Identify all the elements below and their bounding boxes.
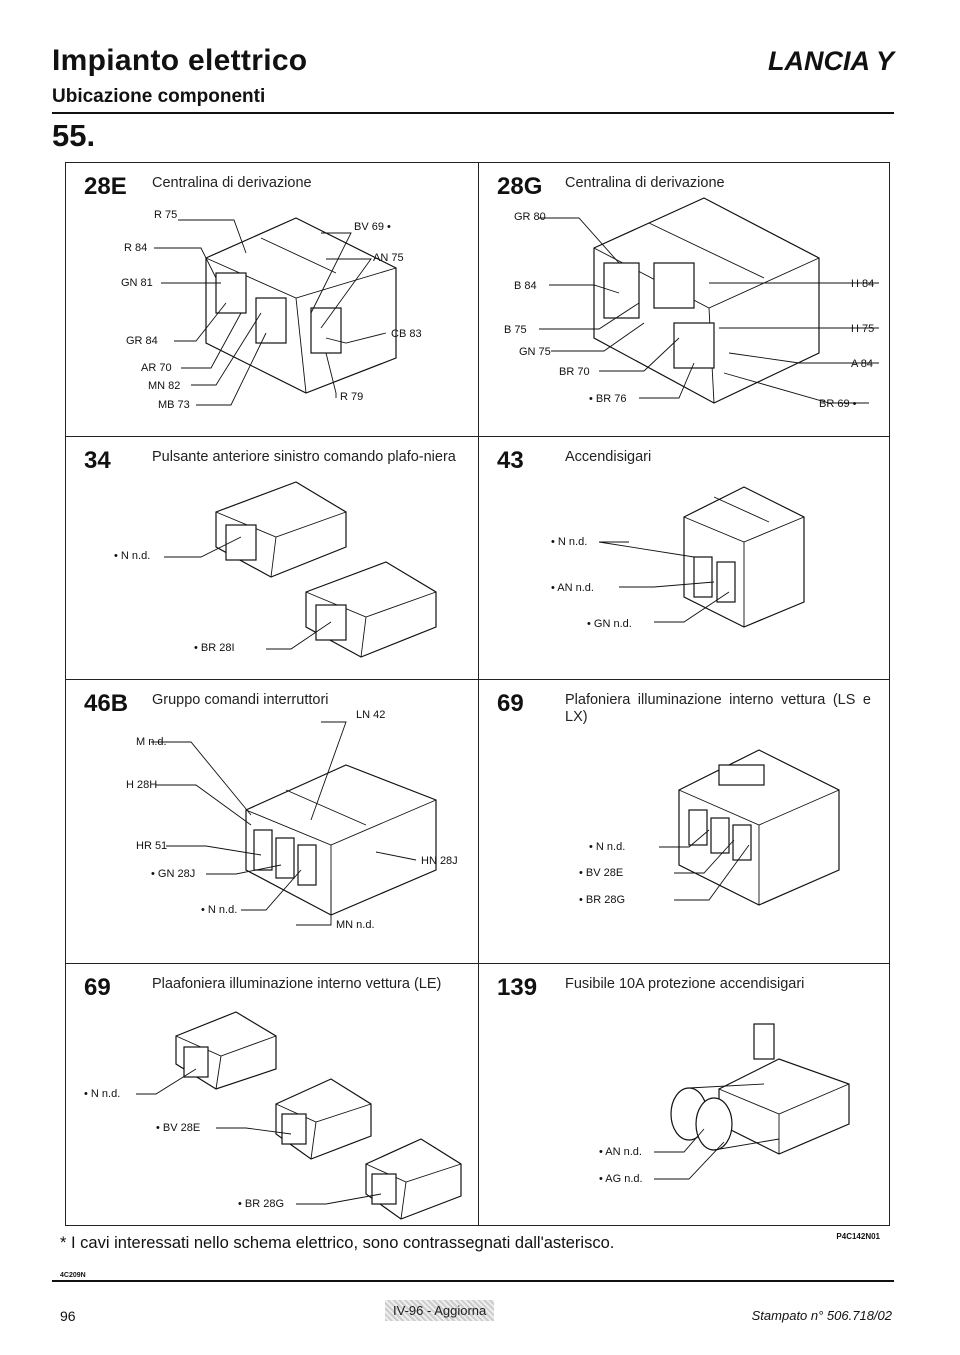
page-number: 96 xyxy=(60,1308,76,1324)
figure-code: P4C142N01 xyxy=(836,1232,880,1241)
component-description: Accendisigari xyxy=(565,449,652,465)
wire-label: • N n.d. xyxy=(551,536,587,548)
wire-label: MN n.d. xyxy=(336,919,375,931)
footnote: * I cavi interessati nello schema elettr… xyxy=(60,1234,615,1252)
wire-label: AR 70 xyxy=(141,362,172,374)
wire-label: CB 83 xyxy=(391,328,422,340)
wire-label: A 84 xyxy=(851,358,873,370)
connector-diagram: • N n.d. • BV 28E • BR 28G xyxy=(579,749,840,906)
page-title: Impianto elettrico xyxy=(52,44,308,77)
connector-diagram: • N n.d. • BV 28E • BR 28G xyxy=(84,1011,462,1220)
component-cell: 34 Pulsante anteriore sinistro comando p… xyxy=(66,437,478,679)
component-cell: 69 Plaafoniera illuminazione interno vet… xyxy=(66,964,478,1226)
connector-drawing xyxy=(205,217,397,394)
wire-label: • BR 28I xyxy=(194,642,235,654)
wire-label: R 84 xyxy=(124,242,147,254)
update-label: IV-96 - Aggiorna xyxy=(385,1300,495,1321)
component-description: Plaafoniera illuminazione interno vettur… xyxy=(152,976,442,992)
component-code: 46B xyxy=(84,690,129,717)
component-code: 69 xyxy=(497,690,524,717)
wire-label: • AG n.d. xyxy=(599,1173,643,1185)
component-description: Pulsante anteriore sinistro comando plaf… xyxy=(152,449,456,465)
wire-label: R 75 xyxy=(154,209,177,221)
wire-label: H 75 xyxy=(851,323,874,335)
wire-label: • N n.d. xyxy=(201,904,237,916)
wire-label: H 28H xyxy=(126,779,157,791)
wire-label: • N n.d. xyxy=(589,841,625,853)
connector-drawing xyxy=(245,764,437,916)
wire-label: • AN n.d. xyxy=(599,1146,642,1158)
page-subtitle: Ubicazione componenti xyxy=(52,86,266,107)
component-description: Centralina di derivazione xyxy=(152,175,312,191)
component-cell: 28E Centralina di derivazione xyxy=(66,163,478,436)
wire-label: BV 69 • xyxy=(354,221,391,233)
wire-label: • GN n.d. xyxy=(587,618,632,630)
wire-label: M n.d. xyxy=(136,736,167,748)
grid-divider xyxy=(66,679,889,680)
wire-label: GR 80 xyxy=(514,211,546,223)
wire-label: • BV 28E xyxy=(579,867,623,879)
connector-diagram: • N n.d. • BR 28I xyxy=(114,481,437,658)
component-code: 28G xyxy=(497,173,543,200)
print-info: Stampato n° 506.718/02 xyxy=(751,1308,892,1323)
wire-label: • N n.d. xyxy=(114,550,150,562)
wire-label: B 75 xyxy=(504,324,527,336)
component-code: 34 xyxy=(84,447,111,474)
wire-label: GN 75 xyxy=(519,346,551,358)
grid-divider-vertical xyxy=(478,163,479,1225)
connector-drawing xyxy=(593,197,820,404)
connector-diagram: M n.d. H 28H HR 51 • GN 28J • N n.d. LN … xyxy=(126,709,458,931)
wire-label: AN 75 xyxy=(373,252,404,264)
component-cell: 69 Plafoniera illuminazione interno vett… xyxy=(479,680,891,963)
connector-diagram: • N n.d. • AN n.d. • GN n.d. xyxy=(551,486,805,630)
component-cell: 43 Accendisigari • N n.d. • AN n.d. • GN… xyxy=(479,437,891,679)
component-code: 43 xyxy=(497,447,524,474)
connector-drawing xyxy=(215,481,437,658)
wire-label: MN 82 xyxy=(148,380,180,392)
component-code: 69 xyxy=(84,974,111,1001)
component-code: 28E xyxy=(84,173,127,200)
wire-label: HR 51 xyxy=(136,840,167,852)
component-description: Centralina di derivazione xyxy=(565,175,725,191)
wire-label: • GN 28J xyxy=(151,868,195,880)
wire-label: LN 42 xyxy=(356,709,385,721)
footer-rule xyxy=(52,1280,894,1282)
wire-label: H 84 xyxy=(851,278,874,290)
connector-drawing xyxy=(683,486,805,628)
wire-label: B 84 xyxy=(514,280,537,292)
connector-drawing xyxy=(175,1011,462,1220)
section-number: 55. xyxy=(52,118,96,153)
document-code: 4C209N xyxy=(60,1272,86,1279)
grid-divider xyxy=(66,436,889,437)
connector-diagram: GR 80 B 84 B 75 GN 75 BR 70 • BR 76 H 84… xyxy=(504,197,879,410)
grid-divider xyxy=(66,963,889,964)
wire-label: R 79 xyxy=(340,391,363,403)
wire-label: • BR 76 xyxy=(589,393,626,405)
connector-drawing xyxy=(678,749,840,906)
component-cell: 46B Gruppo comandi interruttori xyxy=(66,680,478,963)
wire-label: BR 69 • xyxy=(819,398,857,410)
wire-label: • BR 28G xyxy=(238,1198,284,1210)
connector-drawing xyxy=(670,1023,850,1155)
component-description: Fusibile 10A protezione accendisigari xyxy=(565,976,805,992)
component-cell: 139 Fusibile 10A protezione accendisigar… xyxy=(479,964,891,1226)
wire-label: • AN n.d. xyxy=(551,582,594,594)
wire-label: • N n.d. xyxy=(84,1088,120,1100)
wire-label: • BR 28G xyxy=(579,894,625,906)
brand-name: LANCIA Y xyxy=(767,46,894,76)
component-code: 139 xyxy=(497,974,538,1001)
wire-label: MB 73 xyxy=(158,399,190,411)
component-description: Plafoniera illuminazione interno vettura… xyxy=(565,692,871,725)
header-rule xyxy=(52,112,894,114)
component-grid: 28E Centralina di derivazione xyxy=(65,162,890,1226)
wire-label: GN 81 xyxy=(121,277,153,289)
wire-label: BR 70 xyxy=(559,366,590,378)
wire-label: HN 28J xyxy=(421,855,458,867)
connector-diagram: • AN n.d. • AG n.d. xyxy=(599,1023,850,1185)
component-cell: 28G Centralina di derivazione xyxy=(479,163,891,436)
wire-label: GR 84 xyxy=(126,335,158,347)
component-description: Gruppo comandi interruttori xyxy=(152,692,329,708)
wire-label: • BV 28E xyxy=(156,1122,200,1134)
connector-diagram: R 75 R 84 GN 81 GR 84 AR 70 MN 82 MB 73 … xyxy=(121,209,422,411)
